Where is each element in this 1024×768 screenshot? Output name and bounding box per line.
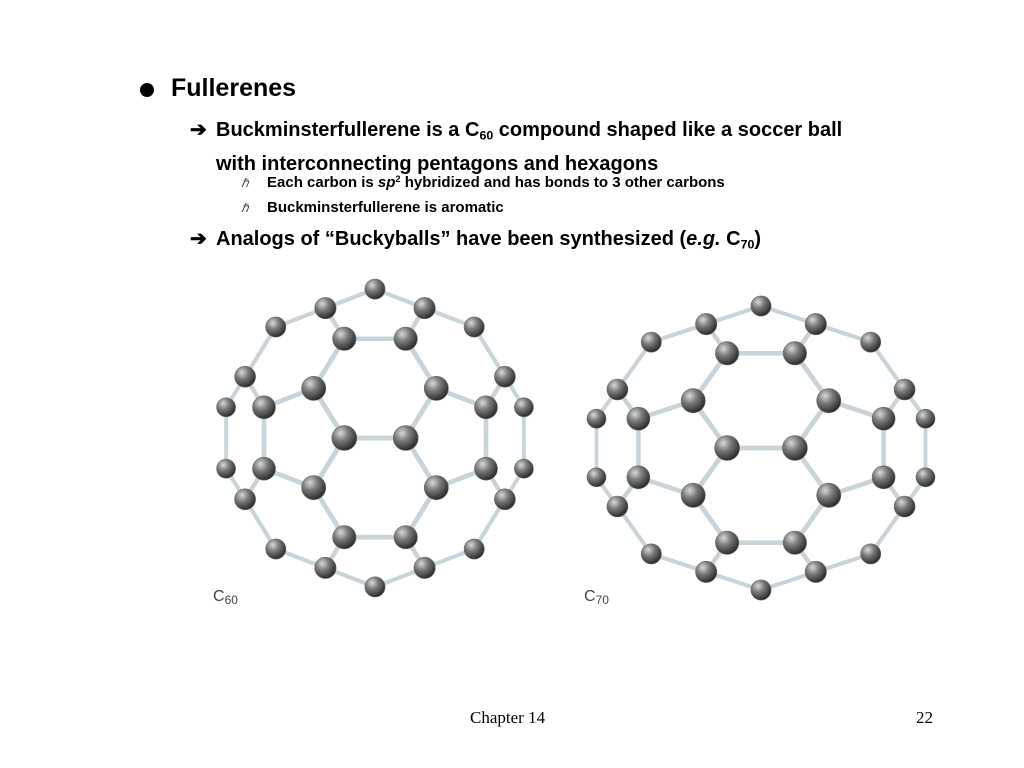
- c60-atom: [301, 475, 327, 501]
- bullet-text: Buckminsterfullerene is a C60 compound s…: [216, 119, 843, 175]
- sub-bullet-icon: ℏ: [241, 176, 249, 190]
- c70-atom: [915, 467, 936, 488]
- heading-fullerenes: Fullerenes: [171, 74, 297, 102]
- c60-atom: [234, 488, 256, 511]
- c60-atom: [463, 538, 485, 560]
- c70-molecule-image: [586, 295, 936, 601]
- c60-label: C60: [213, 588, 238, 607]
- c70-atom: [804, 560, 827, 583]
- c60-atom: [474, 395, 498, 420]
- c70-atom: [893, 378, 916, 401]
- c60-atom: [364, 576, 386, 598]
- footer-page-number: 22: [916, 708, 933, 727]
- bullet-text: Each carbon is sp2 hybridized and has bo…: [267, 174, 725, 192]
- c60-atom: [413, 556, 436, 579]
- c60-atom: [216, 397, 236, 418]
- c60-atom: [314, 556, 337, 579]
- c70-atom: [871, 406, 896, 431]
- c60-atom: [216, 458, 236, 479]
- c70-atoms: [586, 295, 936, 601]
- c70-atom: [715, 341, 740, 366]
- c60-atom: [332, 326, 357, 351]
- c70-atom: [714, 435, 740, 461]
- c70-atom: [860, 331, 882, 353]
- c60-atom: [265, 538, 287, 560]
- c70-atom: [871, 465, 896, 490]
- c60-atom: [301, 376, 327, 401]
- c70-label: C70: [584, 588, 609, 607]
- c70-atom: [782, 435, 808, 461]
- c70-atom: [680, 482, 706, 508]
- c60-atom: [494, 488, 516, 511]
- footer-chapter: Chapter 14: [470, 708, 546, 727]
- c60-molecule-image: [216, 278, 534, 598]
- c70-atom: [586, 408, 607, 429]
- sub-bullet-icon: ℏ: [241, 201, 249, 215]
- c60-atom: [265, 316, 287, 338]
- c70-atom: [626, 465, 651, 490]
- c60-atom: [463, 316, 485, 338]
- c60-atom: [423, 376, 449, 401]
- c60-atom: [514, 458, 534, 479]
- c70-atom: [816, 388, 842, 414]
- c70-atom: [782, 530, 807, 555]
- c60-atom: [364, 278, 386, 300]
- c70-atom: [860, 543, 882, 565]
- c60-atom: [314, 297, 337, 320]
- c70-atom: [893, 495, 916, 518]
- c70-atom: [804, 313, 827, 336]
- c70-atom: [715, 530, 740, 555]
- c60-atom: [413, 297, 436, 320]
- c70-atom: [606, 495, 629, 518]
- c70-atom: [816, 482, 842, 508]
- c60-atom: [252, 456, 276, 481]
- c70-atom: [606, 378, 629, 401]
- c60-atom: [423, 475, 449, 501]
- c60-atom: [332, 525, 357, 550]
- arrow-bullet-icon: ➔: [190, 228, 207, 250]
- c60-atom: [494, 365, 516, 388]
- c70-atom: [640, 331, 662, 353]
- c60-atom: [393, 525, 418, 550]
- c60-atoms: [216, 278, 534, 598]
- bullet-text: Analogs of “Buckyballs” have been synthe…: [216, 228, 762, 252]
- c70-atom: [695, 560, 718, 583]
- c70-atom: [750, 579, 772, 601]
- c70-atom: [782, 341, 807, 366]
- c60-atom: [392, 425, 419, 451]
- arrow-bullet-icon: ➔: [190, 119, 207, 141]
- c60-atom: [393, 326, 418, 351]
- c70-atom: [640, 543, 662, 565]
- c60-atom: [234, 365, 256, 388]
- c60-atom: [331, 425, 358, 451]
- c70-atom: [750, 295, 772, 317]
- c70-atom: [680, 388, 706, 414]
- c60-atom: [252, 395, 276, 420]
- c70-atom: [915, 408, 936, 429]
- bullet-dot: [140, 83, 154, 97]
- c60-atom: [514, 397, 534, 418]
- c70-atom: [695, 313, 718, 336]
- c60-atom: [474, 456, 498, 481]
- bullet-text: Buckminsterfullerene is aromatic: [267, 199, 504, 216]
- c70-atom: [626, 406, 651, 431]
- c70-atom: [586, 467, 607, 488]
